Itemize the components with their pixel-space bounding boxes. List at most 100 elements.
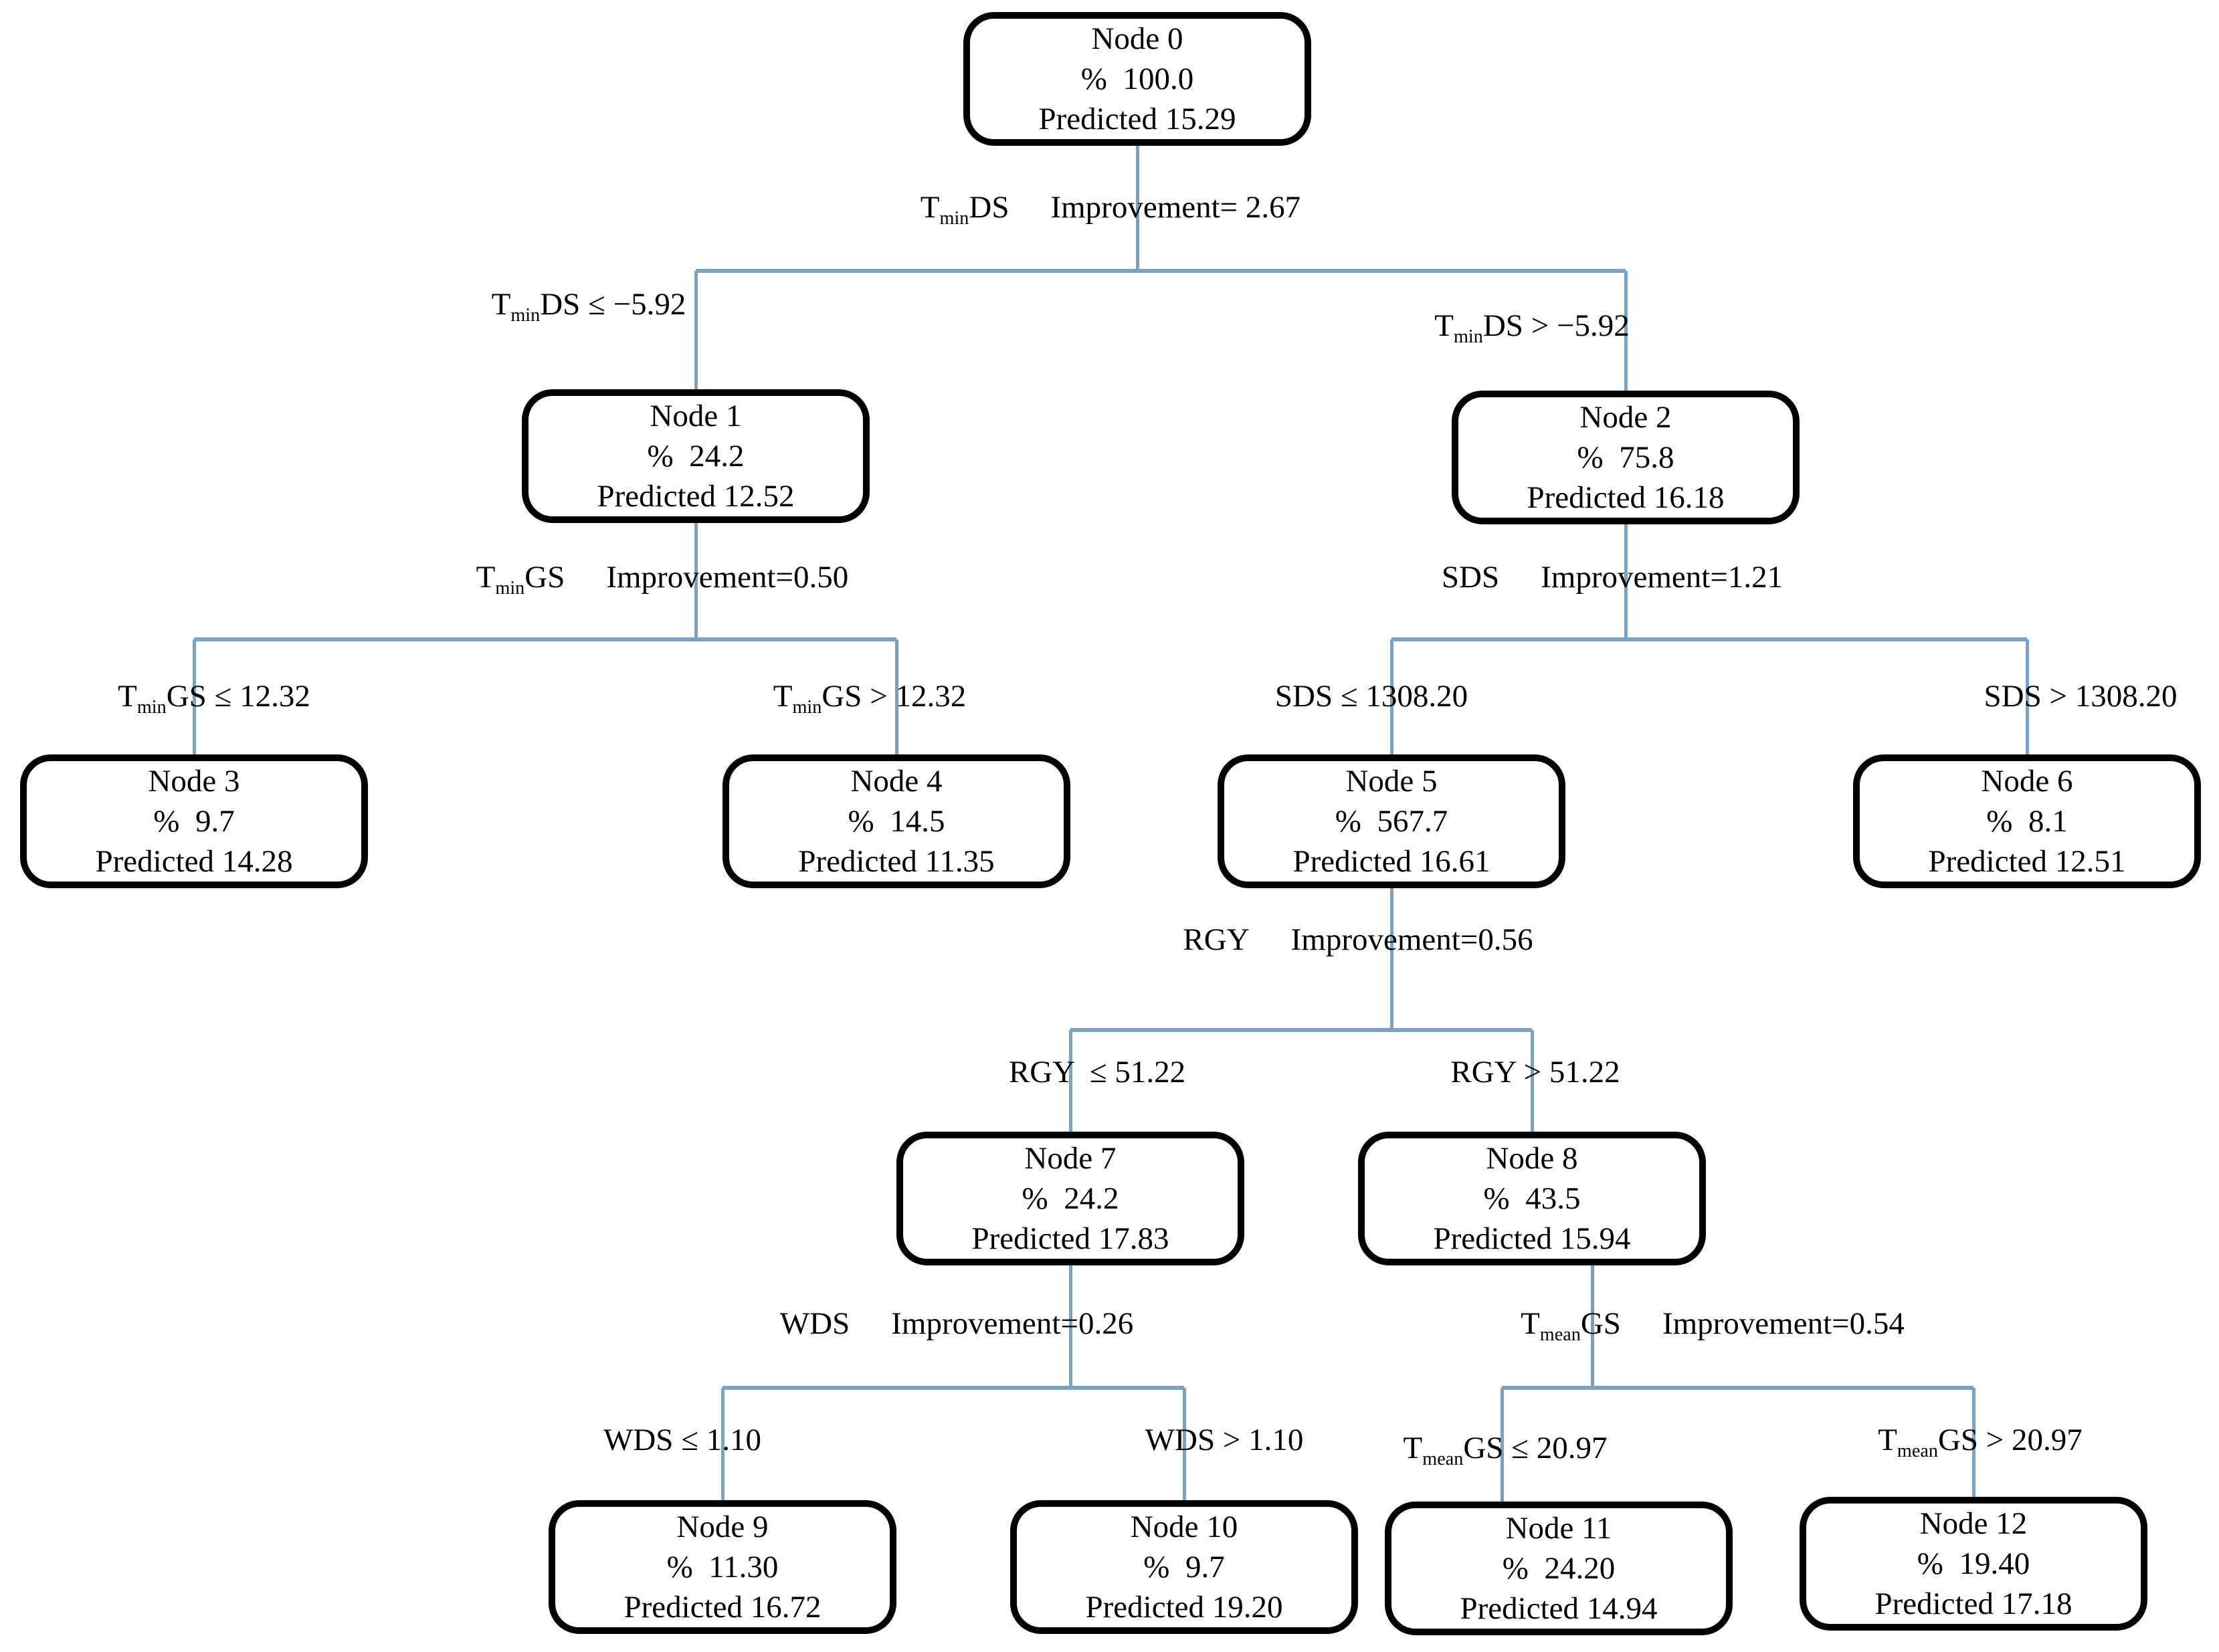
split-variable-name: T xyxy=(476,560,496,595)
connector-right-drop xyxy=(1971,1388,1975,1502)
node-title: Node 4 xyxy=(850,764,943,799)
split-variable-subscript: min xyxy=(495,577,525,599)
branch-condition-right: SDS > 1308.20 xyxy=(1984,679,2178,714)
node-predicted: Predicted 14.28 xyxy=(95,844,293,879)
connector-left-drop xyxy=(720,1388,725,1506)
split-variable-name: T xyxy=(1878,1423,1897,1457)
split-variable-rest: RGY xyxy=(1183,922,1250,957)
connector-left-drop xyxy=(1068,1030,1072,1137)
node-percent: % 567.7 xyxy=(1335,804,1448,839)
split-variable-rest: SDS ≤ 1308.20 xyxy=(1274,679,1468,714)
connector-junction xyxy=(1391,637,2027,641)
split-variable-subscript: mean xyxy=(1422,1448,1464,1469)
split-variable-rest: GS ≤ 12.32 xyxy=(166,679,310,714)
node-percent: % 19.40 xyxy=(1917,1546,2030,1581)
split-variable-rest: WDS xyxy=(779,1306,850,1341)
node-percent: % 100.0 xyxy=(1080,62,1194,96)
connector-right-drop xyxy=(2025,639,2029,760)
improvement-value-text: Improvement= 2.67 xyxy=(1050,190,1301,225)
connector-parent-drop xyxy=(1389,884,1393,1030)
node-percent: % 24.20 xyxy=(1502,1551,1616,1586)
split-variable-rest: GS > 20.97 xyxy=(1937,1423,2083,1457)
node-percent: % 14.5 xyxy=(848,804,945,839)
split-variable-rest: SDS xyxy=(1441,560,1500,595)
split-variable-rest: WDS > 1.10 xyxy=(1145,1423,1304,1457)
split-variable-rest: DS > −5.92 xyxy=(1482,308,1630,343)
node-predicted: Predicted 16.72 xyxy=(623,1590,822,1625)
branch-condition-left: TmeanGS ≤ 20.97 xyxy=(1404,1431,1608,1469)
node-predicted: Predicted 12.51 xyxy=(1928,844,2126,879)
node-percent: % 9.7 xyxy=(153,804,235,839)
split-variable-subscript: min xyxy=(792,696,822,718)
node-percent: % 75.8 xyxy=(1577,440,1674,475)
node-title: Node 5 xyxy=(1345,764,1438,799)
split-variable-rest: DS xyxy=(969,190,1009,225)
node-percent: % 43.5 xyxy=(1483,1181,1581,1216)
connector-parent-drop xyxy=(694,519,698,639)
branch-condition-right: TminDS > −5.92 xyxy=(1434,308,1630,347)
split-variable-name: T xyxy=(1521,1306,1540,1341)
connector-junction xyxy=(696,269,1626,273)
split-variable-name: T xyxy=(1403,1431,1423,1465)
node-title: Node 0 xyxy=(1091,21,1183,56)
connector-parent-drop xyxy=(1624,520,1628,639)
branch-condition-right: RGY > 51.22 xyxy=(1450,1055,1620,1090)
connector-left-drop xyxy=(694,271,698,395)
connector-parent-drop xyxy=(1068,1261,1072,1388)
node-title: Node 10 xyxy=(1130,1510,1238,1544)
node-title: Node 6 xyxy=(1981,764,2073,799)
node-predicted: Predicted 19.20 xyxy=(1085,1590,1283,1625)
improvement-value-text: Improvement=0.50 xyxy=(606,560,849,595)
node-percent: % 8.1 xyxy=(1986,804,2068,839)
split-variable-rest: GS ≤ 20.97 xyxy=(1463,1431,1608,1465)
node-predicted: Predicted 15.94 xyxy=(1433,1221,1631,1256)
node-predicted: Predicted 16.18 xyxy=(1527,480,1725,515)
branch-condition-right: TmeanGS > 20.97 xyxy=(1878,1423,2083,1461)
node-title: Node 11 xyxy=(1505,1511,1612,1546)
connector-junction xyxy=(1070,1028,1532,1032)
split-variable-subscript: mean xyxy=(1539,1324,1581,1345)
connector-parent-drop xyxy=(1590,1261,1594,1388)
connector-junction xyxy=(1502,1386,1973,1390)
split-variable-name: T xyxy=(773,679,793,714)
split-variable-rest: GS > 12.32 xyxy=(822,679,967,714)
node-title: Node 9 xyxy=(676,1510,769,1544)
split-variable-rest: SDS > 1308.20 xyxy=(1984,679,2178,714)
branch-condition-right: TminGS > 12.32 xyxy=(773,679,967,718)
node-title: Node 2 xyxy=(1579,400,1672,435)
improvement-value-text: Improvement=0.56 xyxy=(1290,922,1533,957)
improvement-value-text: Improvement=0.26 xyxy=(891,1306,1134,1341)
node-title: Node 1 xyxy=(650,399,742,433)
node-percent: % 9.7 xyxy=(1143,1550,1225,1584)
connector-left-drop xyxy=(1389,639,1393,760)
node-title: Node 7 xyxy=(1024,1141,1117,1176)
node-title: Node 3 xyxy=(148,764,240,799)
branch-condition-right: WDS > 1.10 xyxy=(1145,1423,1304,1458)
connector-right-drop xyxy=(1530,1030,1534,1137)
split-variable-subscript: min xyxy=(1454,326,1483,347)
split-variable-subscript: min xyxy=(510,304,541,326)
branch-condition-left: RGY ≤ 51.22 xyxy=(1009,1055,1185,1090)
branch-condition-left: TminGS ≤ 12.32 xyxy=(118,679,310,718)
connector-right-drop xyxy=(1624,271,1628,396)
node-percent: % 11.30 xyxy=(666,1550,779,1584)
node-predicted: Predicted 16.61 xyxy=(1292,844,1490,879)
improvement-label: WDS Improvement=0.26 xyxy=(779,1306,1134,1342)
connector-parent-drop xyxy=(1135,142,1139,271)
split-variable-name: T xyxy=(1434,308,1454,343)
connector-junction xyxy=(194,637,896,641)
node-title: Node 12 xyxy=(1919,1506,2028,1541)
